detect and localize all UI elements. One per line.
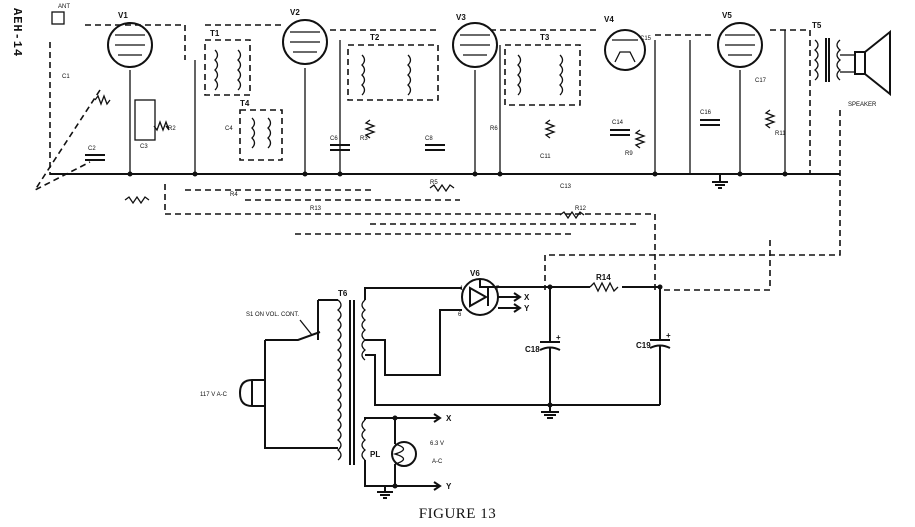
b-plus-main [479,279,590,288]
rectifier-tube-v6: V6 1 7 6 [458,269,500,318]
r14-label: R14 [596,273,611,282]
oscillator-coil-t4: T4 [239,99,283,161]
t3-label: T3 [540,33,550,42]
heater-y-arrow [433,481,442,491]
c4-label: C4 [225,126,233,132]
filter-cap-c18: + C18 [525,287,561,405]
c1-label: C1 [62,74,70,80]
switch-label: S1 ON VOL. CONT. [246,312,299,318]
tube-v2: V2 [282,8,328,65]
svg-text:+: + [666,331,671,340]
gang-tuning-link [32,89,101,193]
r13-label: R13 [310,206,322,212]
r6-label: R6 [490,126,498,132]
tube-v4: V4 [604,15,646,71]
v5-label: V5 [722,11,732,20]
tube-v1: V1 [107,11,153,68]
heater-x [364,417,440,420]
cathode-return [365,309,462,376]
r2-label: R2 [168,126,176,132]
t1-label: T1 [210,29,220,38]
top-components [85,30,788,220]
c13-label: C13 [560,184,572,190]
y-bottom-label: Y [446,482,452,491]
c16-label: C16 [700,110,712,116]
r12-label: R12 [575,206,587,212]
r5-label: R5 [430,180,438,186]
receiver-section: ANT V1 V2 V3 [32,4,891,291]
pl-label: PL [370,450,380,459]
dashed-bus-1 [164,184,655,215]
t2-label: T2 [370,33,380,42]
antenna-box [51,11,65,25]
svg-text:+: + [556,333,561,342]
heater-y [364,460,440,487]
feed-6 [770,29,811,174]
power-transformer-t6: T6 [336,289,367,465]
b-plus-return [544,110,841,290]
r3-label: R3 [360,136,368,142]
ground-return [365,354,660,406]
speaker: SPEAKER [840,29,891,108]
ground-symbol-heater [377,486,393,499]
pilot-lamp: PL 6.3 V A-C [370,418,444,486]
c2-label: C2 [88,146,96,152]
mains-plug: 117 V A-C [200,379,265,407]
if-transformer-t1: T1 [204,29,251,96]
c8-label: C8 [425,136,433,142]
ant-label: ANT [58,4,70,10]
heater-v-label: 6.3 V [430,441,444,447]
power-supply-section: T6 S1 ON VOL. CONT. 117 V A-C V6 1 7 6 [200,269,671,499]
y-top-label: Y [524,304,530,313]
r4-label: R4 [230,192,238,198]
r9-label: R9 [625,151,633,157]
side-label: AEH-14 [10,8,24,57]
x-arrow [513,292,522,302]
c14-label: C14 [612,120,624,126]
top-component-labels: C1 R2 C2 C3 C4 C6 R3 R4 C8 R5 R6 C11 C13… [62,36,786,212]
c15-label: C15 [640,36,652,42]
c18-label: C18 [525,345,540,354]
hv-lead [364,287,462,300]
x-bottom-label: X [446,414,452,423]
b-plus-drop-2 [660,240,771,291]
if-transformer-t2: T2 [347,33,439,101]
r14-resistor [589,281,619,293]
y-arrow [513,303,522,313]
c17-label: C17 [755,78,767,84]
if-transformer-t3: T3 [504,33,581,106]
tube-v3: V3 [452,13,498,68]
c6-label: C6 [330,136,338,142]
mains-label: 117 V A-C [200,392,228,398]
v6-label: V6 [470,269,480,278]
tube-v5: V5 [717,11,763,68]
c11-label: C11 [540,154,551,160]
filter-cap-c19: + C19 [636,287,671,405]
c3-label: C3 [140,144,148,150]
x-top-label: X [524,293,530,302]
output-transformer-t5: T5 [812,21,842,82]
r11-label: R11 [775,131,786,137]
ground-symbol-filter [541,405,559,419]
heater-ac-label: A-C [432,459,443,465]
c19-label: C19 [636,341,651,350]
pin6-label: 6 [458,312,462,318]
switch-pointer [299,319,313,336]
t5-label: T5 [812,21,822,30]
figure-caption: FIGURE 13 [418,506,497,522]
v2-label: V2 [290,8,300,17]
t6-label: T6 [338,289,348,298]
v3-label: V3 [456,13,466,22]
t4-label: T4 [240,99,250,108]
v1-label: V1 [118,11,128,20]
speaker-label: SPEAKER [848,102,877,108]
feed-1 [85,24,186,60]
pin7-label: 7 [496,286,500,292]
primary-loop [264,340,338,449]
v4-label: V4 [604,15,614,24]
heater-x-arrow [433,413,442,423]
switch-blade [265,331,321,341]
